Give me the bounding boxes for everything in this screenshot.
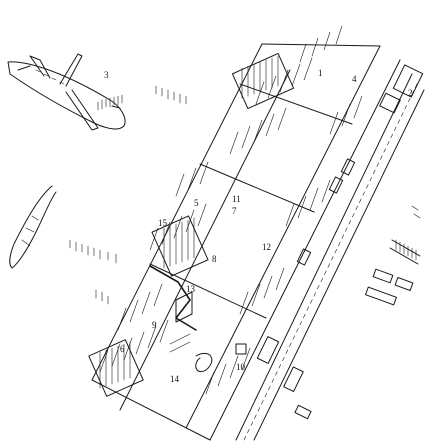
callout-1: 1 [318, 68, 323, 78]
circulation-path [149, 265, 213, 372]
callout-10: 10 [236, 362, 246, 372]
passenger-groups [69, 85, 187, 305]
vehicles [235, 64, 424, 420]
callout-4: 4 [352, 74, 357, 84]
callout-14: 14 [170, 374, 180, 384]
parking-lot [365, 205, 421, 306]
aircraft-top-left [7, 53, 126, 131]
callout-5: 5 [194, 198, 199, 208]
callout-8: 8 [212, 254, 217, 264]
callout-9: 9 [152, 320, 157, 330]
terminal-outline [91, 43, 401, 441]
callout-12: 12 [262, 242, 271, 252]
callout-3: 3 [104, 70, 109, 80]
callout-13: 13 [186, 284, 196, 294]
callout-numbers: 1 2 3 4 5 6 7 8 9 10 11 12 13 14 15 [104, 68, 413, 384]
callout-15: 15 [158, 218, 168, 228]
callout-2: 2 [408, 88, 413, 98]
curbside-road [235, 73, 425, 441]
callout-6: 6 [120, 344, 125, 354]
aircraft-nose-left [9, 185, 57, 269]
interior-blocks [88, 52, 295, 397]
terminal-partitions [99, 25, 363, 395]
callout-7: 7 [232, 206, 237, 216]
callout-11: 11 [232, 194, 241, 204]
